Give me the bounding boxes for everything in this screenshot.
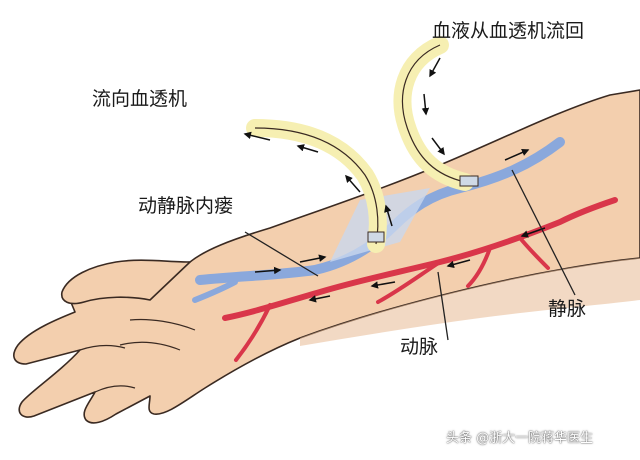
palm-crease [129, 318, 196, 331]
finger-line [79, 344, 126, 351]
artery-branch [376, 260, 442, 304]
forearm-shade [300, 258, 640, 346]
artery-branch [234, 303, 272, 362]
flow-arrow [431, 137, 445, 156]
return-flow-label: 血液从血透机流回 [432, 20, 585, 42]
artery-branch [518, 236, 550, 270]
flow-arrow [504, 148, 530, 161]
flow-arrow [421, 93, 430, 116]
leader-line [437, 271, 449, 341]
fistula-label: 动静脉内瘘 [138, 195, 234, 217]
flow-arrow [243, 131, 271, 141]
flow-arrow [308, 295, 331, 303]
needle-tip [459, 175, 479, 187]
vein-label: 静脉 [548, 298, 587, 320]
finger-line [94, 385, 136, 393]
flow-arrow [429, 57, 441, 78]
artery-label: 动脉 [400, 336, 439, 358]
artery-branch [466, 246, 492, 288]
leader-line [511, 169, 576, 296]
flow-arrow [345, 174, 361, 193]
flow-arrow [299, 254, 327, 263]
flow-arrow [254, 266, 282, 275]
flow-arrow [296, 144, 319, 153]
tube-from-machine-outline [401, 44, 466, 183]
palm-crease [119, 341, 181, 351]
watermark: 头条 @浙大一院蒋华医生 [446, 431, 594, 446]
flow-arrow [446, 259, 471, 269]
flow-arrow [384, 204, 393, 227]
flow-arrow [520, 227, 546, 238]
flow-arrow [370, 281, 396, 289]
to-machine-label: 流向血透机 [92, 88, 188, 110]
needle-tip [367, 231, 385, 243]
thumb-shape [60, 259, 191, 305]
tube-to-machine-outline [254, 127, 379, 245]
leader-line [244, 231, 319, 277]
vein-branch [192, 279, 238, 303]
